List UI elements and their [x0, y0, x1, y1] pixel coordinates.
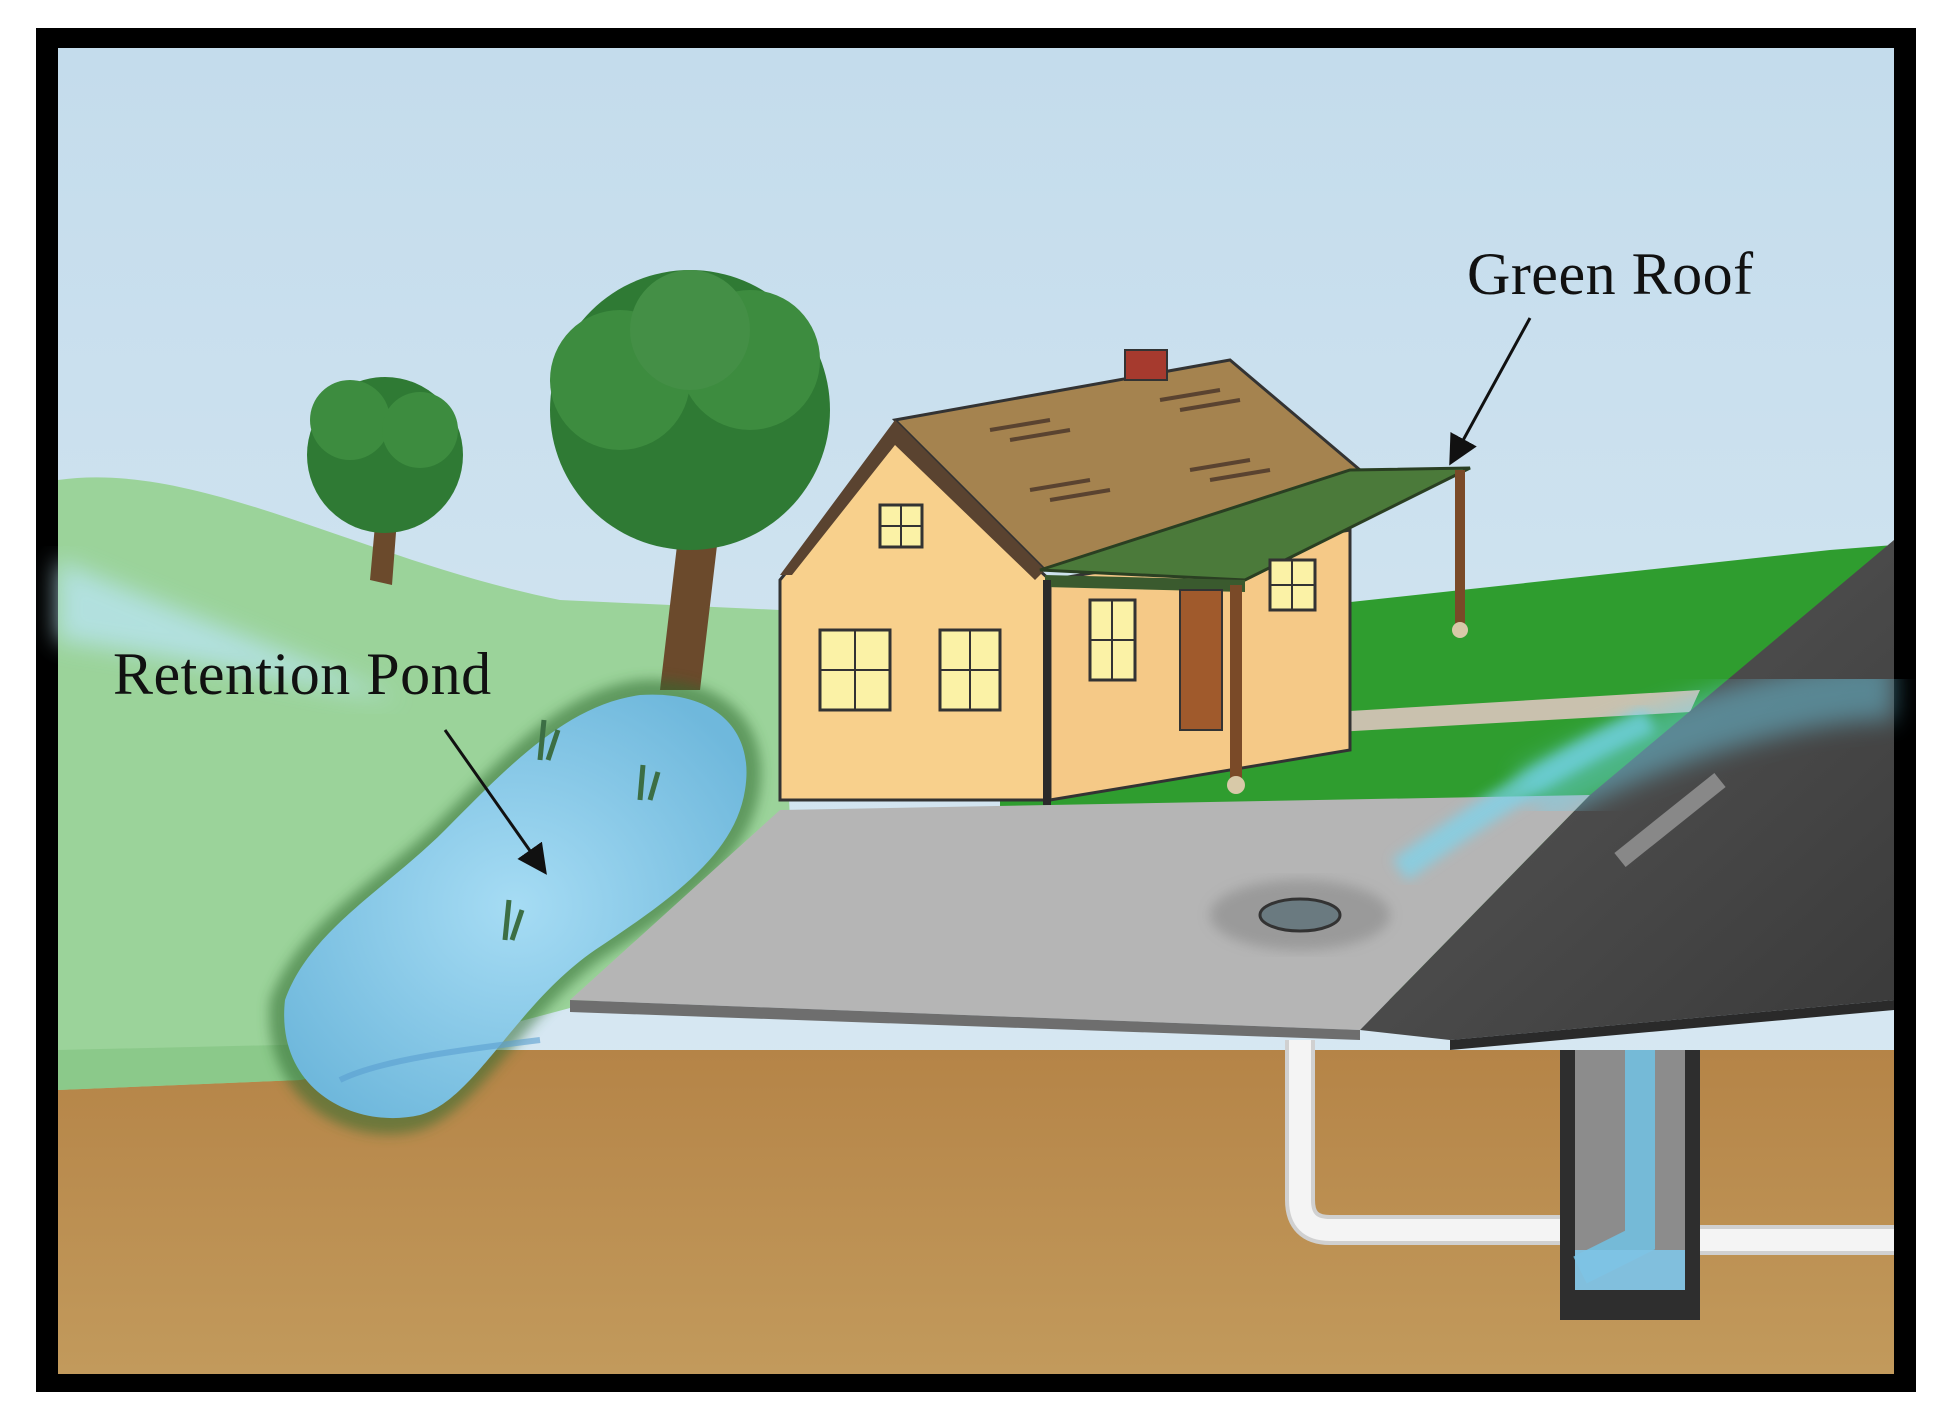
storm-pipe	[1285, 1040, 1894, 1255]
tree-small	[307, 377, 463, 585]
chimney	[1124, 349, 1168, 381]
retention-pond-label: Retention Pond	[113, 641, 492, 707]
storm-drain-grate	[1258, 897, 1342, 933]
window-muntins	[820, 505, 1315, 710]
house	[778, 349, 1471, 805]
roof-edge	[780, 420, 1045, 580]
illustration-canvas	[58, 48, 1895, 1374]
shingles	[989, 388, 1271, 502]
porch-post	[1455, 470, 1465, 630]
catch-basin	[1560, 1050, 1700, 1320]
road-runoff	[1515, 660, 1895, 827]
hill-runoff	[58, 560, 400, 700]
arrow-green-roof	[1449, 317, 1532, 466]
pavement-edge	[570, 1000, 1360, 1040]
green-roof-label: Green Roof	[1467, 241, 1754, 307]
downspout	[1043, 580, 1051, 805]
pavement	[570, 795, 1590, 1030]
green-roof	[1039, 466, 1471, 582]
front-door	[1179, 589, 1223, 731]
tree-large	[550, 270, 830, 690]
porch-post	[1230, 585, 1242, 785]
arrow-retention-pond	[443, 729, 547, 875]
road	[1360, 540, 1894, 1040]
retention-pond	[269, 679, 762, 1135]
pond-reeds	[502, 719, 661, 941]
curb-inlet-grate	[1614, 772, 1726, 868]
